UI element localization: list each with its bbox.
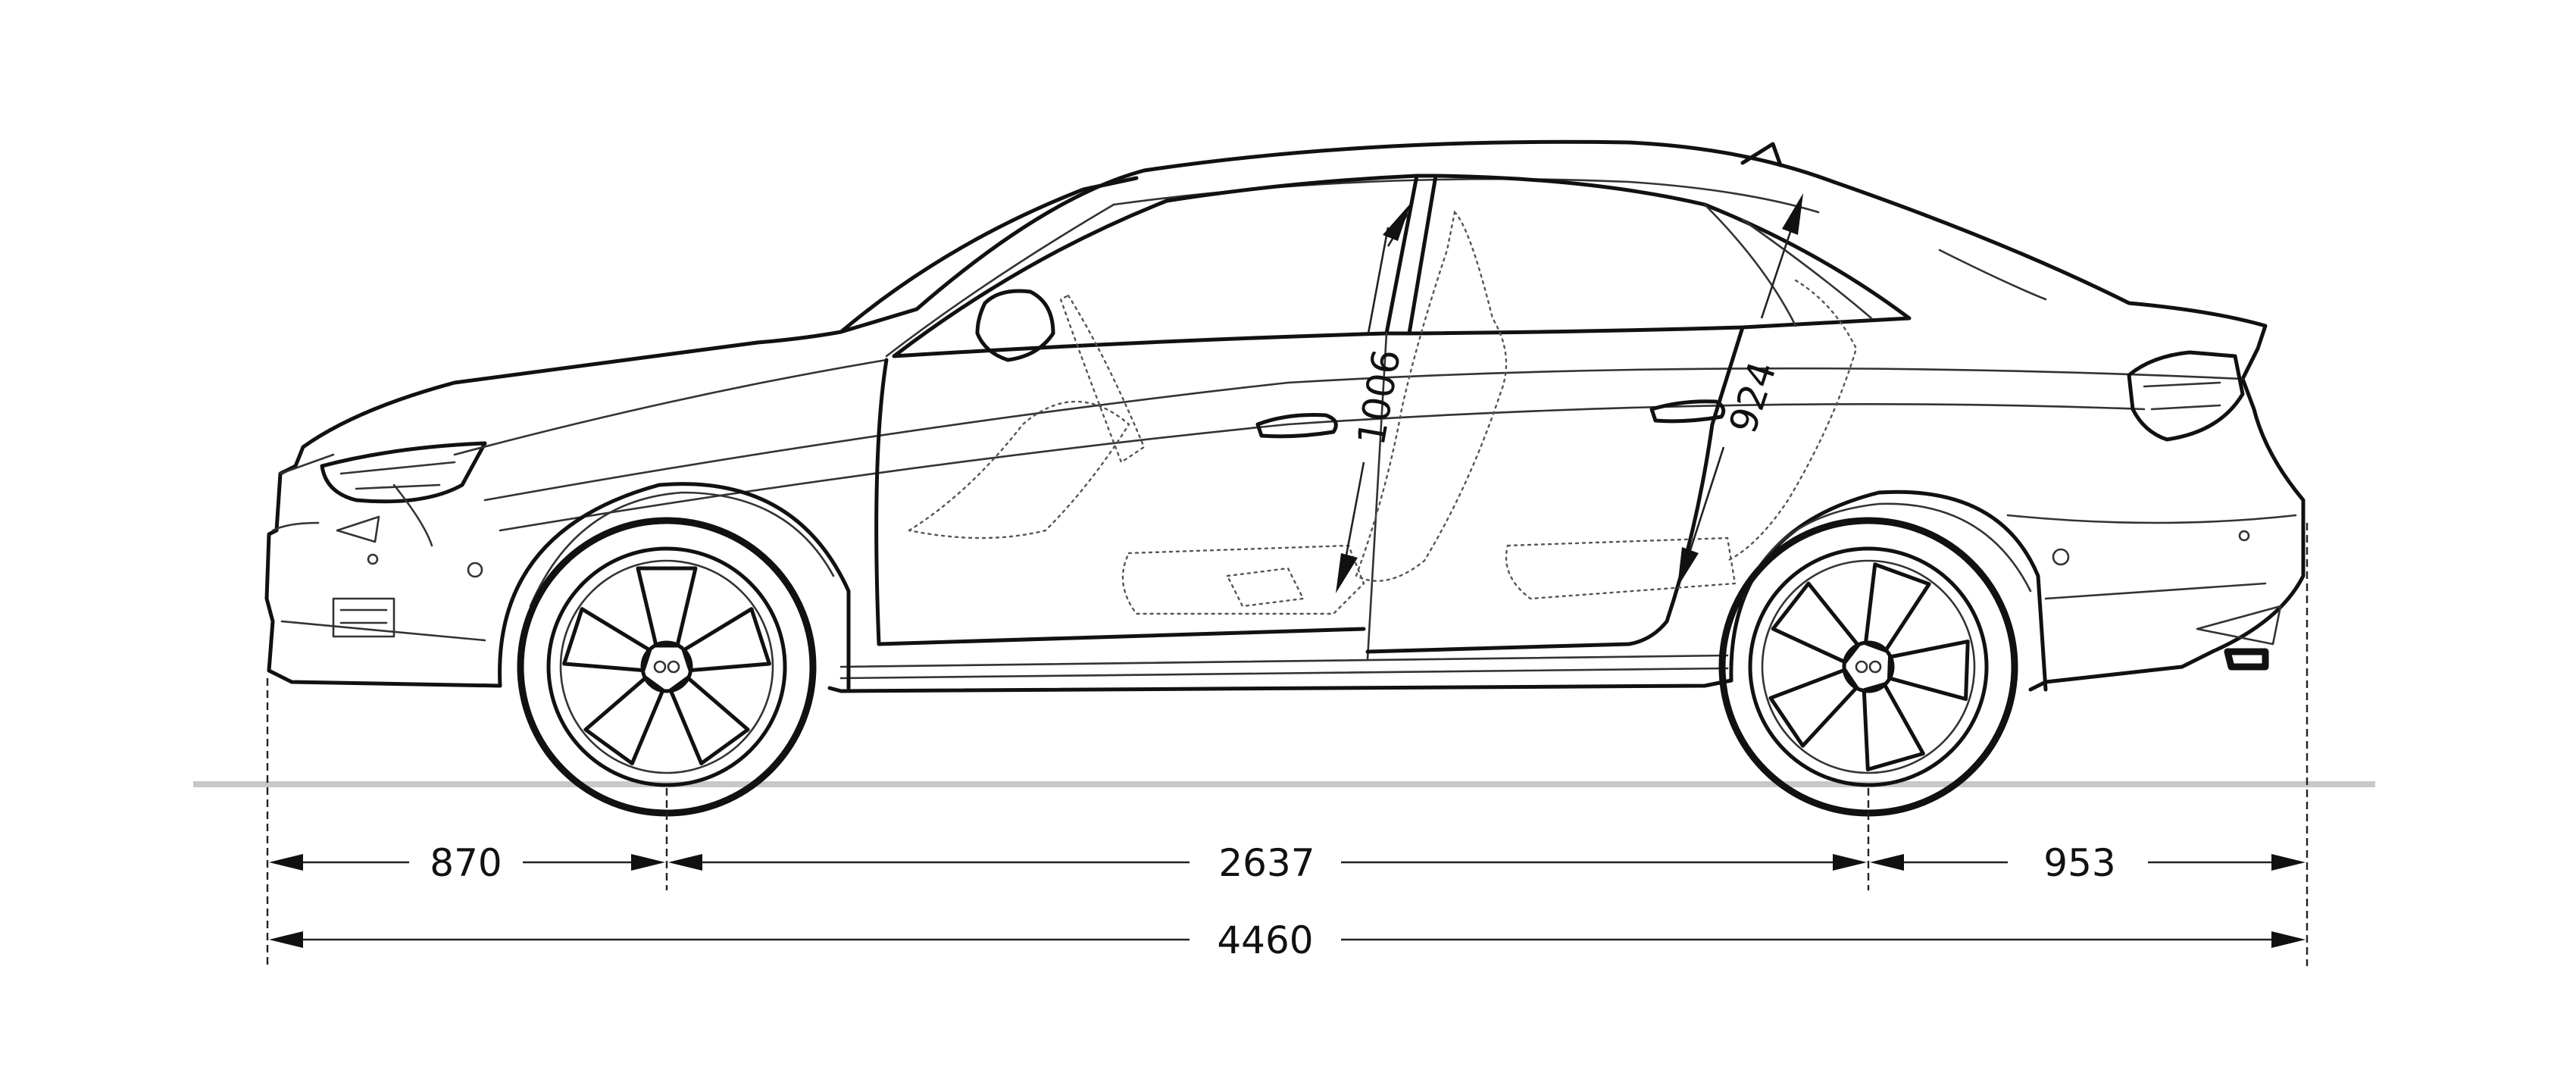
rear-overhang-dimension: 953	[1870, 841, 2306, 885]
wheelbase-dimension: 2637	[668, 841, 1867, 885]
overall-length-dimension: 4460	[269, 918, 2306, 962]
wheelbase-label: 2637	[1218, 841, 1315, 885]
rear-headroom-dimension: 924	[1677, 193, 1803, 587]
front-headroom-label: 1006	[1349, 346, 1409, 449]
car-body	[264, 139, 2306, 693]
rear-wheel	[1718, 517, 2018, 817]
overall-length-label: 4460	[1217, 918, 1313, 962]
extension-lines	[266, 523, 2309, 966]
front-overhang-label: 870	[430, 841, 502, 885]
front-headroom-dimension: 1006	[1336, 203, 1411, 593]
rear-overhang-label: 953	[2043, 841, 2115, 885]
front-overhang-dimension: 870	[269, 841, 665, 885]
front-wheel	[517, 517, 817, 817]
